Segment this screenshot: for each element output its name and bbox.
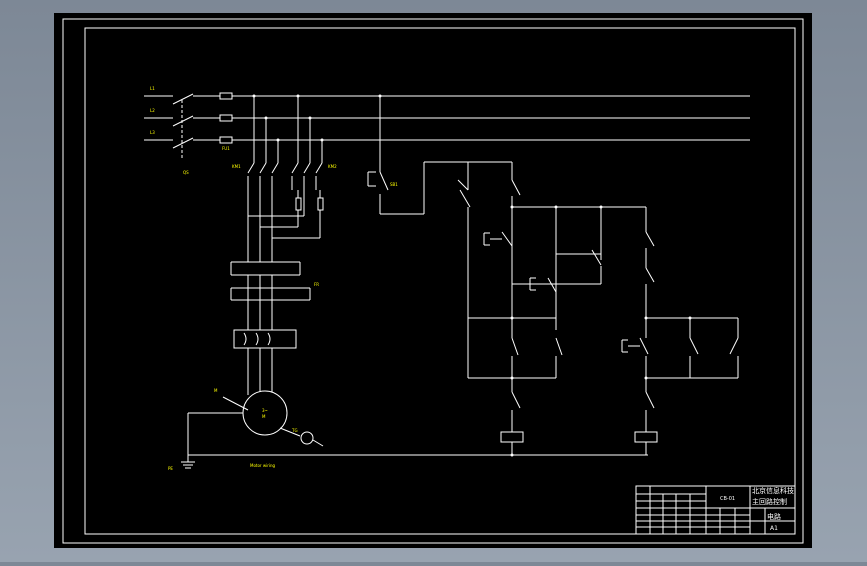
- drawing-number: CB-01: [720, 496, 735, 502]
- label-motor: M: [214, 388, 218, 393]
- label-contactor-reverse: KM2: [328, 164, 337, 169]
- component-labels: L1 L2 L3 QS FU1 PE SB1 KM1 KM2 FR M 3~ M…: [150, 86, 398, 471]
- label-fuses: FU1: [222, 146, 230, 151]
- label-ground: PE: [168, 466, 173, 471]
- label-start-button: SB1: [390, 182, 398, 187]
- title-block-text: CB-01 北京信息科技 主回路控制 电路 A1: [720, 486, 794, 532]
- label-phase-2: L2: [150, 108, 155, 113]
- drawing-sheet: [54, 13, 812, 548]
- label-thermal-relay: FR: [314, 282, 319, 287]
- drawing-subject: 主回路控制: [752, 497, 787, 506]
- junction-dots: [252, 94, 692, 457]
- sheet-size: A1: [770, 525, 778, 532]
- label-breaker: QS: [183, 170, 189, 175]
- motor-label-text: M: [262, 414, 266, 419]
- title-block: [635, 485, 796, 535]
- label-phase-1: L1: [150, 86, 155, 91]
- label-phase-3: L3: [150, 130, 155, 135]
- inner-frame: [84, 27, 796, 535]
- school-name: 北京信息科技: [752, 486, 794, 495]
- drawing-caption: Motor wiring: [250, 463, 276, 468]
- label-contactor-forward: KM1: [232, 164, 241, 169]
- wiring: [144, 92, 750, 469]
- label-tacho: TG: [291, 428, 298, 433]
- drawing-title: 电路: [767, 512, 781, 521]
- motor-phase-text: 3~: [262, 408, 268, 413]
- outer-frame: [62, 18, 804, 544]
